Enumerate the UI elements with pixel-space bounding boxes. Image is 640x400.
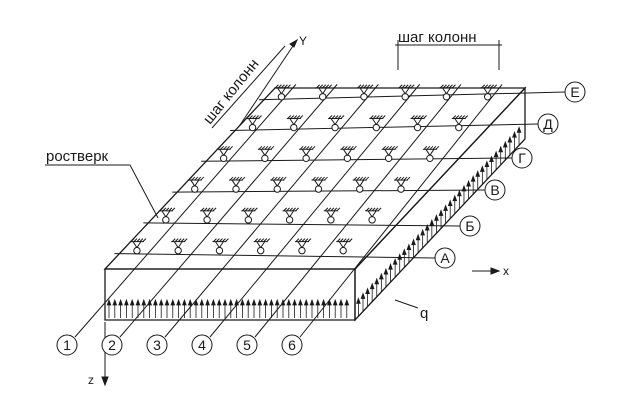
column-support [200,207,217,224]
load-label: q [420,305,428,322]
column-step-left-dimension [211,45,286,129]
column-support [410,115,427,132]
axis-y [239,38,299,126]
column-support [315,84,333,101]
column-support [187,176,205,193]
number-axis-label: 1 [63,337,71,353]
number-axis-label: 4 [198,337,206,353]
column-support [245,115,262,132]
number-axis-line [74,84,297,338]
letter-axis-label: Е [570,84,579,100]
letter-axis-line [230,123,539,132]
column-support [398,84,415,101]
number-axis-line [164,84,379,338]
axis-circle-2 [459,215,481,237]
column-support [241,207,258,224]
column-support [299,145,316,163]
column-support [336,238,353,255]
letter-axis-label: В [490,182,499,198]
axis-circle-3 [484,179,506,201]
column-support [394,176,411,193]
column-support [274,84,291,101]
letter-axis-line [143,222,461,227]
column-grid-lines [74,84,566,338]
number-axis-label: 5 [243,337,251,353]
axis-x [472,267,501,275]
axis-z-label: z [88,373,94,387]
column-step-left-label: шаг колонн [200,56,263,128]
column-support [311,176,328,193]
soil-reaction-arrows [106,126,522,318]
letter-axis-line [201,157,513,162]
axis-y-label: Y [299,34,307,48]
column-step-top-dimension [395,40,502,70]
column-support [282,207,299,224]
column-support [356,84,374,101]
column-support [158,207,176,224]
column-support [365,207,382,224]
column-support [480,84,498,101]
number-axis-line [119,84,338,338]
axis-circle-4 [511,147,533,169]
column-support [294,238,312,255]
load-leader [394,299,419,309]
letter-axis-label: Д [543,116,553,132]
letter-axis-line [114,253,436,259]
letter-axis-line [258,91,566,101]
column-support [216,145,234,163]
slab-top-face [103,87,527,270]
column-support [212,238,229,255]
number-axis-line [299,84,503,338]
letter-axis-label: Г [518,150,526,166]
axis-circle-5 [537,113,559,135]
grillage-label: ростверк [46,148,109,165]
number-circle-1 [56,334,78,356]
axis-x-label: x [503,264,509,278]
column-support [129,238,147,255]
number-circle-6 [281,334,303,356]
number-circle-5 [236,334,258,356]
column-support [422,145,440,163]
column-support [340,145,357,163]
grillage-leader [45,164,159,219]
letter-axis-line [172,189,486,193]
column-support [286,115,304,132]
column-support [323,207,341,224]
column-support [270,176,287,193]
number-axis-label: 2 [108,337,116,353]
grillage-slab [103,86,527,322]
column-support [369,115,386,132]
letter-axis-labels: АБ В Г Д Е [434,81,586,269]
column-support [229,176,246,193]
number-axis-labels: 1 2 3 4 5 6 [56,334,303,356]
slab-side-face [354,86,526,322]
number-axis-label: 6 [288,337,296,353]
column-step-top-label: шаг колонн [398,29,477,46]
number-axis-label: 3 [153,337,161,353]
number-axis-line [209,84,421,338]
column-supports [129,84,498,255]
axis-circle-1 [434,247,456,269]
column-support [381,145,399,163]
letter-axis-label: Б [465,218,474,234]
axis-circle-6 [564,81,586,103]
number-circle-4 [191,334,213,356]
number-circle-2 [101,334,123,356]
letter-axis-label: А [440,250,450,266]
column-support [328,115,345,132]
column-support [439,84,456,101]
column-support [257,145,275,163]
column-support [171,238,188,255]
column-support [451,115,469,132]
number-circle-3 [146,334,168,356]
column-support [352,176,370,193]
column-support [253,238,271,255]
